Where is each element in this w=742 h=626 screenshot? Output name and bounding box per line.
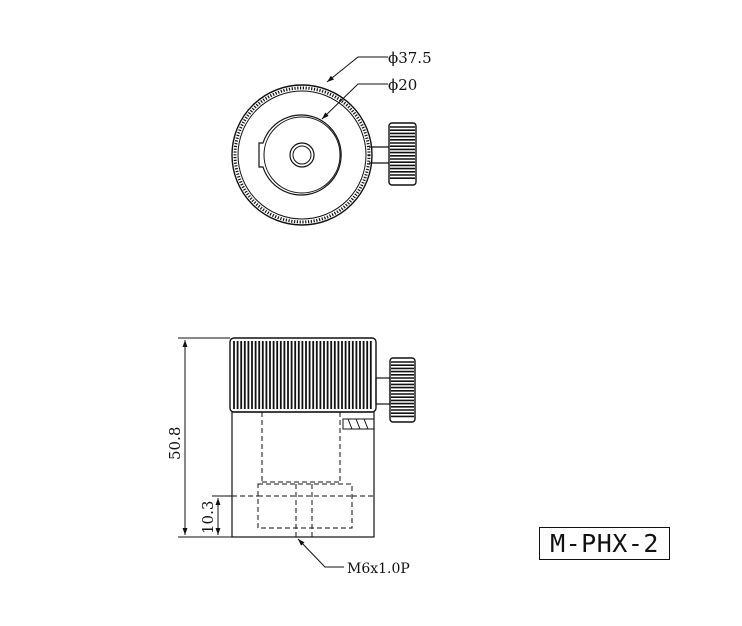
inner-body-outline	[258, 114, 342, 196]
knob-knurl-lines	[390, 126, 415, 179]
cap-knurl-lines	[233, 341, 372, 409]
top-view	[231, 84, 417, 226]
outer-inner-edge	[237, 90, 367, 220]
side-view	[229, 337, 416, 538]
top-view-leaders	[321, 56, 388, 120]
model-label: M-PHX-2	[550, 529, 659, 558]
knob-bore	[342, 418, 375, 430]
outer-knurl-teeth	[233, 86, 371, 224]
inner-body-circle	[263, 116, 341, 194]
side-view-dimensions	[178, 337, 344, 568]
height-label: 50.8	[166, 427, 184, 460]
thread-label: M6x1.0P	[347, 561, 410, 577]
knob-head-side-view	[389, 357, 416, 423]
thread-leader	[297, 538, 344, 568]
outer-diameter-label: ϕ37.5	[388, 49, 432, 67]
knob-head-top-view	[388, 122, 417, 186]
thread-depth-label: 10.3	[199, 501, 217, 534]
center-hole-outer	[289, 142, 315, 168]
inner-diameter-label: ϕ20	[388, 76, 417, 94]
inner-diameter-leader	[321, 83, 388, 120]
center-hole-inner	[292, 145, 312, 165]
hidden-lines	[232, 412, 374, 537]
model-label-box: M-PHX-2	[539, 527, 670, 560]
lower-body	[231, 411, 375, 538]
outer-knurl-ring	[231, 84, 373, 226]
knob-side-knurl-lines	[391, 361, 414, 418]
outer-diameter-leader	[326, 56, 388, 83]
knob-stem-side	[375, 377, 391, 405]
